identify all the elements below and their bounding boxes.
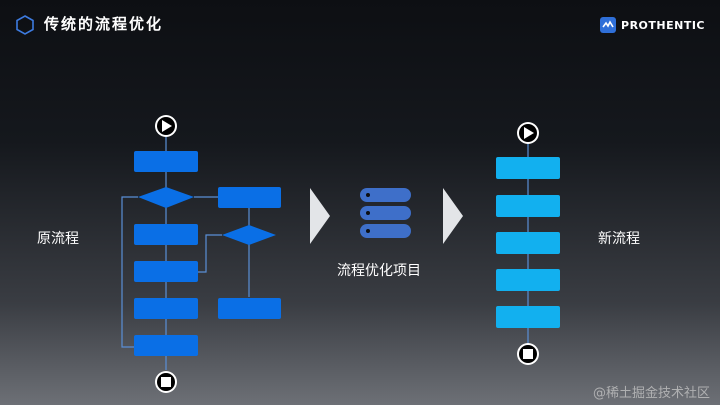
old-process-step-1	[134, 151, 198, 172]
new-process-step-4	[496, 269, 560, 291]
end-icon	[155, 371, 177, 393]
old-process-connectors	[121, 137, 250, 370]
transition-arrow-2	[443, 188, 463, 244]
new-process-step-3	[496, 232, 560, 254]
old-process-step-3	[134, 261, 198, 282]
hexagon-icon	[16, 15, 34, 35]
brand-logo-group: PROTHENTIC	[600, 16, 705, 34]
old-process-step-4	[134, 298, 198, 319]
database-icon	[360, 188, 411, 238]
old-process-decision-2	[222, 225, 276, 245]
new-process-step-1	[496, 157, 560, 179]
watermark: @稀土掘金技术社区	[592, 386, 710, 401]
new-process-step-2	[496, 195, 560, 217]
old-process-step-5	[134, 335, 198, 356]
old-process-decision-1	[138, 187, 194, 208]
new-process-label: 新流程	[598, 231, 640, 247]
brand-logo-icon	[600, 17, 617, 33]
brand-name: PROTHENTIC	[621, 18, 705, 32]
old-process-branch-step-1	[218, 187, 281, 208]
end-icon	[517, 343, 539, 365]
old-process-step-2	[134, 224, 198, 245]
old-process-branch-step-2	[218, 298, 281, 319]
new-process-step-5	[496, 306, 560, 328]
start-icon	[155, 115, 177, 137]
project-label: 流程优化项目	[337, 263, 421, 279]
page-title: 传统的流程优化	[44, 15, 164, 33]
original-process-label: 原流程	[37, 231, 79, 247]
start-icon	[517, 122, 539, 144]
transition-arrow-1	[310, 188, 330, 244]
